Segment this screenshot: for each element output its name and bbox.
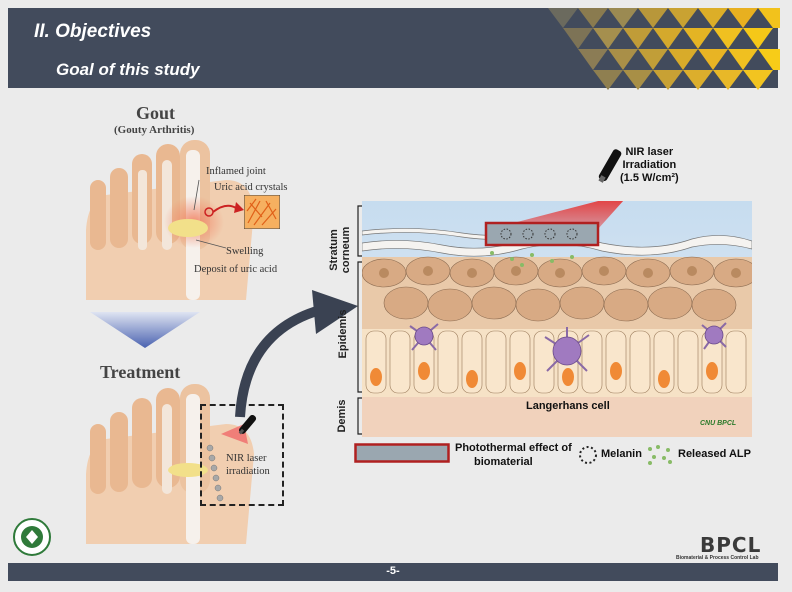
epidermis-label: Epidemis	[337, 309, 349, 359]
uric-crystals-inset	[244, 195, 280, 229]
slide-subtitle: Goal of this study	[56, 60, 200, 79]
legend-photothermal-line2: biomaterial	[474, 456, 533, 468]
laser-pen-icon	[598, 149, 622, 183]
slide-title: II. Objectives	[34, 21, 152, 42]
legend-photothermal-line1: Photothermal effect of	[455, 442, 572, 454]
skin-cross-section	[362, 201, 752, 437]
down-arrow-icon	[90, 312, 200, 348]
page-number: -5-	[386, 565, 400, 577]
curved-arrow-icon	[235, 290, 358, 418]
melanin-icon	[579, 446, 597, 464]
layer-brackets	[357, 205, 362, 435]
legend-released-alp: Released ALP	[678, 448, 751, 460]
biomaterial-legend-swatch	[354, 443, 450, 463]
gout-foot-illustration	[86, 140, 254, 300]
treated-foot-illustration	[86, 384, 254, 544]
gout-subtitle: (Gouty Arthritis)	[114, 124, 195, 136]
bpcl-tagline: Biomaterial & Process Control Lab	[676, 555, 759, 561]
label-swelling: Swelling	[226, 246, 264, 257]
footer-bar: -5-	[8, 563, 778, 581]
gout-title: Gout	[136, 103, 176, 123]
label-deposit: Deposit of uric acid	[194, 264, 278, 275]
treatment-nir-label-1: NIR laser	[226, 453, 267, 464]
university-seal-logo	[13, 518, 51, 556]
langerhans-label: Langerhans cell	[526, 400, 610, 412]
legend-melanin: Melanin	[601, 448, 642, 460]
cnu-watermark: CNU BPCL	[700, 420, 737, 427]
treatment-nir-label-2: irradiation	[226, 466, 270, 477]
nir-laser-top-label: NIR laser Irradiation (1.5 W/cm²)	[620, 146, 679, 184]
label-uric-crystals: Uric acid crystals	[214, 182, 288, 193]
laser-pen-small-icon	[238, 415, 257, 435]
released-alp-icon	[648, 445, 672, 465]
bpcl-logo: BPCL	[700, 533, 762, 557]
treatment-title: Treatment	[100, 362, 181, 382]
label-inflamed-joint: Inflamed joint	[206, 166, 266, 177]
decorative-triangles	[548, 8, 780, 90]
dermis-label: Demis	[336, 399, 348, 433]
